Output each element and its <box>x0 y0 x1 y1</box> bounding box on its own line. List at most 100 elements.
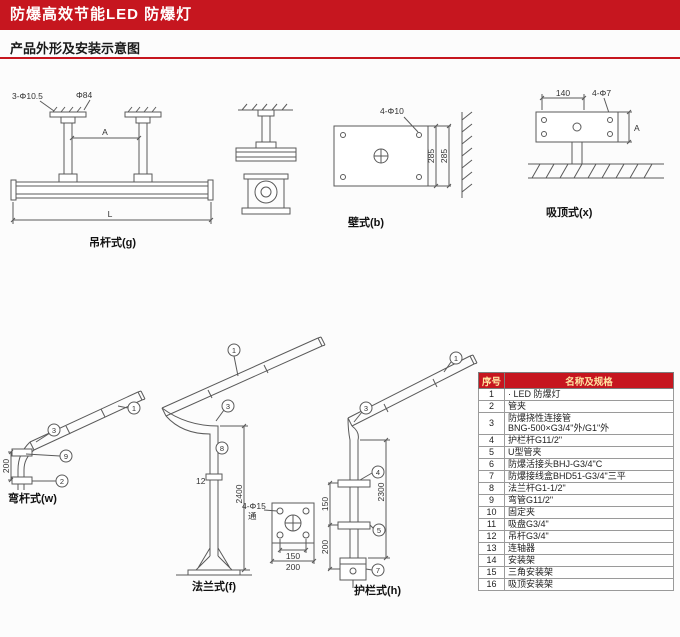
flange-lines <box>161 336 326 576</box>
part-no: 10 <box>478 505 505 519</box>
callout-guardrail-pole: 4 <box>371 465 385 479</box>
dim-label-height2: 285 <box>439 149 449 163</box>
guardrail-caption: 护栏式(h) <box>354 585 402 597</box>
part-name: 吊杆G3/4" <box>504 529 674 543</box>
wall-lines <box>333 111 473 198</box>
dim-label-width: 140 <box>556 88 570 98</box>
pendant-detail-diagram <box>218 100 313 225</box>
ceiling-drawing: 140 4-Φ7 A <box>528 88 664 179</box>
dim-label-hole-spacing: 150 <box>286 551 300 561</box>
divider-rule <box>0 57 680 59</box>
svg-text:3: 3 <box>364 404 368 413</box>
parts-table-header-row: 序号 名称及规格 <box>478 372 674 389</box>
svg-text:1: 1 <box>232 346 236 355</box>
table-row: 1· LED 防爆灯 <box>478 388 674 401</box>
part-no: 12 <box>478 529 505 543</box>
part-no: 4 <box>478 433 505 447</box>
dim-label-pole: 12 <box>196 476 206 486</box>
part-name: 法兰杆G1-1/2" <box>504 481 674 495</box>
part-no: 7 <box>478 469 505 483</box>
part-name: 防爆活接头BHJ-G3/4"C <box>504 457 674 471</box>
svg-text:1: 1 <box>454 354 458 363</box>
dim-label-plate-dia: Φ84 <box>76 90 93 100</box>
dim-label-holes: 3-Φ10.5 <box>12 91 43 101</box>
part-no: 6 <box>478 457 505 471</box>
wall-drawing: 4-Φ10 285 285 <box>333 106 473 198</box>
part-no: 9 <box>478 493 505 507</box>
ceiling-diagram: 140 4-Φ7 A 吸顶式(x) <box>524 84 674 224</box>
callout-bent-pipe: 9 <box>59 449 73 463</box>
header-no: 序号 <box>478 372 505 389</box>
part-name: 连轴器 <box>504 541 674 555</box>
callout-flex-connector: 3 <box>47 423 61 437</box>
part-name: · LED 防爆灯 <box>504 388 674 401</box>
callout-pipe-clamp: 2 <box>55 474 69 488</box>
part-name: 护栏杆G11/2" <box>504 433 674 447</box>
part-no: 16 <box>478 577 505 591</box>
dim-label-height: 2400 <box>234 484 244 503</box>
callout-flange-pole: 8 <box>215 441 229 455</box>
pendant-detail-lines <box>235 103 297 215</box>
header-name: 名称及规格 <box>504 372 674 389</box>
callout-junction-box: 7 <box>371 563 385 577</box>
callout-flex-connector: 3 <box>221 399 235 413</box>
part-no: 11 <box>478 517 505 531</box>
dim-label-plate-width: 200 <box>286 562 300 572</box>
svg-text:8: 8 <box>220 444 224 453</box>
dim-label-length: L <box>108 209 113 219</box>
dim-label-spacing: 200 <box>1 459 11 473</box>
part-name: U型管夹 <box>504 445 674 459</box>
svg-text:2: 2 <box>60 477 64 486</box>
callout-lamp: 1 <box>449 351 463 365</box>
bent-diagram: 200 1 3 9 2 弯杆式(w) <box>0 330 152 510</box>
part-name: 安装架 <box>504 553 674 567</box>
flange-drawing: 4-Φ15 通 2400 12 150 200 1 3 8 <box>161 336 326 576</box>
hanging-diagram: 3-Φ10.5 Φ84 A L 吊杆式(g) <box>10 88 215 249</box>
dim-label-height1: 285 <box>426 149 436 163</box>
hanging-drawing: 3-Φ10.5 Φ84 A L <box>10 90 214 224</box>
part-no: 13 <box>478 541 505 555</box>
part-name: 三角安装架 <box>504 565 674 579</box>
bent-lines <box>8 390 146 490</box>
ceiling-lines <box>528 94 664 179</box>
section-subtitle: 产品外形及安装示意图 <box>10 41 141 56</box>
bent-caption: 弯杆式(w) <box>8 493 57 505</box>
guardrail-drawing: 2300 150 200 1 3 4 5 7 <box>320 351 478 588</box>
svg-text:3: 3 <box>52 426 56 435</box>
part-no: 14 <box>478 553 505 567</box>
part-no: 3 <box>478 412 505 435</box>
part-name: 吸盘G3/4" <box>504 517 674 531</box>
part-no: 2 <box>478 400 505 413</box>
guardrail-diagram: 2300 150 200 1 3 4 5 7 护 <box>320 332 485 597</box>
svg-text:1: 1 <box>132 404 136 413</box>
callout-lamp: 1 <box>227 343 241 357</box>
pendant-detail-drawing <box>235 103 297 215</box>
hanging-lines <box>10 99 214 224</box>
dim-label-plate-holes: 4-Φ15 <box>242 501 266 511</box>
dim-label-span: A <box>634 123 640 133</box>
svg-text:3: 3 <box>226 402 230 411</box>
guardrail-lines <box>327 354 478 588</box>
part-name: 吸顶安装架 <box>504 577 674 591</box>
svg-text:5: 5 <box>377 526 381 535</box>
dim-label-d1: 150 <box>320 497 330 511</box>
part-no: 8 <box>478 481 505 495</box>
wall-caption: 壁式(b) <box>348 217 385 229</box>
part-no: 5 <box>478 445 505 459</box>
dim-label-holes: 4-Φ10 <box>380 106 404 116</box>
part-name: 管夹 <box>504 400 674 413</box>
part-no: 1 <box>478 388 505 401</box>
